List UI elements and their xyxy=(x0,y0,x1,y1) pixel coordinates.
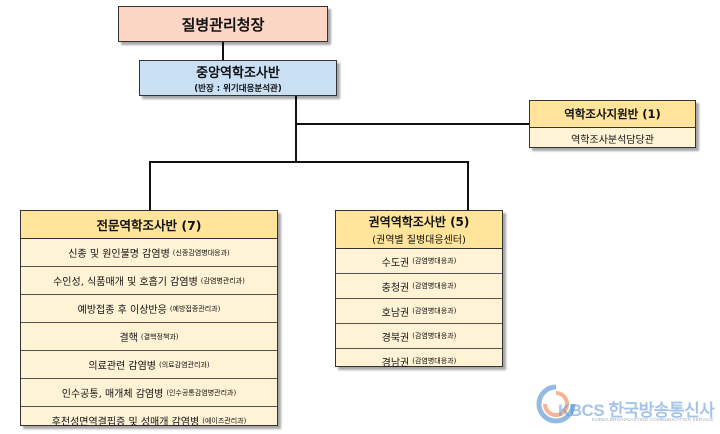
support-team-header: 역학조사지원반 (1) xyxy=(530,101,695,128)
specialized-item-dept: (예방접종관리과) xyxy=(169,304,221,313)
specialized-item-name: 인수공통, 매개체 감염병 xyxy=(61,389,164,400)
connector-top-central xyxy=(222,42,224,60)
connector-to-regional xyxy=(467,161,469,210)
specialized-item: 예방접종 후 이상반응 (예방접종관리과) xyxy=(21,295,277,323)
regional-item: 수도권 (감염병대응과) xyxy=(336,249,502,274)
specialized-item-name: 수인성, 식품매개 및 호흡기 감염병 xyxy=(53,277,198,288)
regional-item-name: 충청권 xyxy=(381,282,410,294)
specialized-item-name: 결핵 xyxy=(119,333,138,344)
regional-item: 호남권 (감염병대응과) xyxy=(336,299,502,324)
connector-central-down xyxy=(295,96,297,162)
regional-item: 경북권 (감염병대응과) xyxy=(336,324,502,349)
connector-horizontal-bus xyxy=(150,161,469,163)
regional-item-dept: (감염병대응과) xyxy=(412,332,457,340)
specialized-item-name: 의료관련 감염병 xyxy=(88,361,157,372)
specialized-item: 인수공통, 매개체 감염병 (인수공통감염병관리과) xyxy=(21,379,277,407)
central-team-box: 중앙역학조사반 (반장 : 위기대응분석관) xyxy=(139,60,337,96)
watermark-subtitle: KOREA BROADCASTING COMMUNICATION SERVICE xyxy=(592,417,714,422)
connector-support-branch xyxy=(296,123,529,125)
support-team-item: 역학조사분석담당관 xyxy=(530,128,695,149)
watermark-brand: KBCS 한국방송통신사 xyxy=(558,401,715,420)
regional-team-title: 권역역학조사반 (5) xyxy=(368,215,470,229)
support-team-box: 역학조사지원반 (1) 역학조사분석담당관 xyxy=(529,100,696,148)
specialized-item: 신종 및 원인불명 감염병 (신종감염병대응과) xyxy=(21,239,277,267)
regional-item-dept: (감염병대응과) xyxy=(412,357,457,365)
regional-team-subtitle: (권역별 질병대응센터) xyxy=(372,235,466,246)
specialized-item-dept: (의료감염관리과) xyxy=(159,360,210,369)
specialized-item: 결핵 (결핵정책과) xyxy=(21,323,277,351)
support-team-title: 역학조사지원반 (1) xyxy=(564,107,661,121)
regional-item-dept: (감염병대응과) xyxy=(412,307,457,315)
specialized-team-header: 전문역학조사반 (7) xyxy=(21,211,277,239)
connector-to-specialized xyxy=(149,161,151,210)
specialized-team-box: 전문역학조사반 (7) 신종 및 원인불명 감염병 (신종감염병대응과) 수인성… xyxy=(20,210,278,428)
specialized-item: 후천성면역결핍증 및 성매개 감염병 (에이즈관리과) xyxy=(21,407,277,434)
regional-item-name: 호남권 xyxy=(381,307,410,319)
central-team-subtitle: (반장 : 위기대응분석관) xyxy=(194,84,282,94)
specialized-item-dept: (인수공통감염병관리과) xyxy=(166,388,237,397)
regional-team-box: 권역역학조사반 (5) (권역별 질병대응센터) 수도권 (감염병대응과) 충청… xyxy=(335,210,503,369)
regional-item: 충청권 (감염병대응과) xyxy=(336,274,502,299)
regional-item-dept: (감염병대응과) xyxy=(412,257,457,265)
regional-item: 경남권 (감염병대응과) xyxy=(336,349,502,373)
commissioner-box: 질병관리청장 xyxy=(118,6,328,42)
regional-item-name: 수도권 xyxy=(381,257,410,269)
support-team-item-label: 역학조사분석담당관 xyxy=(571,135,654,146)
watermark-logo: KBCS 한국방송통신사 KOREA BROADCASTING COMMUNIC… xyxy=(536,382,716,428)
specialized-item: 수인성, 식품매개 및 호흡기 감염병 (감염병관리과) xyxy=(21,267,277,295)
central-team-title: 중앙역학조사반 xyxy=(196,66,280,81)
specialized-item-name: 신종 및 원인불명 감염병 xyxy=(68,249,170,260)
specialized-item-name: 후천성면역결핍증 및 성매개 감염병 xyxy=(51,417,200,428)
kbcs-emblem-icon xyxy=(536,384,576,424)
specialized-team-title: 전문역학조사반 (7) xyxy=(96,218,202,233)
specialized-item: 의료관련 감염병 (의료감염관리과) xyxy=(21,351,277,379)
specialized-item-dept: (결핵정책과) xyxy=(140,332,179,341)
commissioner-title: 질병관리청장 xyxy=(181,15,265,34)
specialized-item-name: 예방접종 후 이상반응 xyxy=(77,305,167,316)
regional-item-dept: (감염병대응과) xyxy=(412,282,457,290)
regional-item-name: 경북권 xyxy=(381,332,410,344)
regional-item-name: 경남권 xyxy=(381,357,410,369)
specialized-item-dept: (에이즈관리과) xyxy=(202,416,247,425)
specialized-item-dept: (감염병관리과) xyxy=(200,276,245,285)
regional-team-header: 권역역학조사반 (5) (권역별 질병대응센터) xyxy=(336,211,502,249)
specialized-item-dept: (신종감염병대응과) xyxy=(172,248,230,257)
